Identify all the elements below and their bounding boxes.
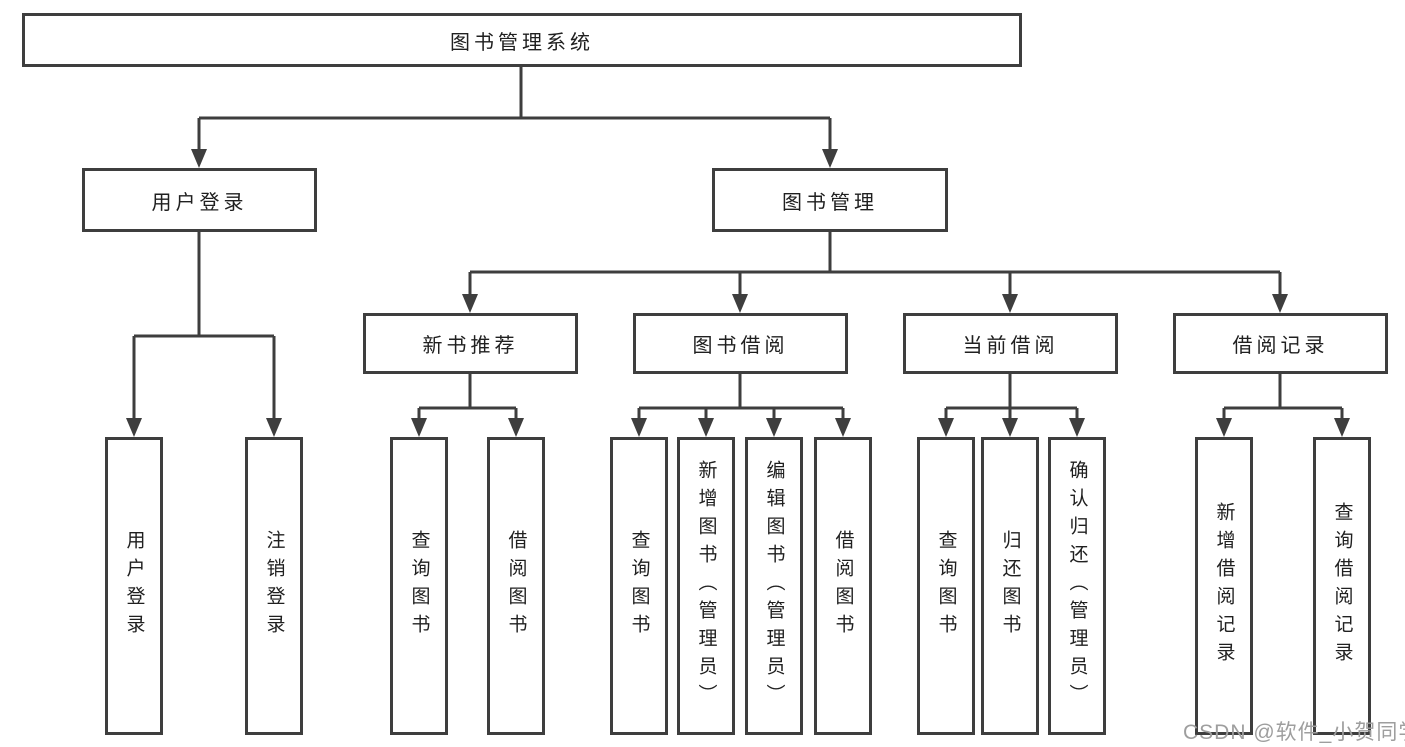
leaf-add-books-admin: 新增图书（管理员）	[677, 437, 735, 735]
node-borrowing-records: 借阅记录	[1173, 313, 1388, 374]
node-label: 注销登录	[263, 530, 285, 642]
node-label: 新书推荐	[422, 335, 519, 357]
node-label: 查询图书	[628, 530, 650, 642]
leaf-query-books-recommendation: 查询图书	[390, 437, 448, 735]
leaf-confirm-return-admin: 确认归还（管理员）	[1048, 437, 1106, 735]
leaf-logout: 注销登录	[245, 437, 303, 735]
node-label: 查询借阅记录	[1331, 502, 1353, 670]
node-label: 确认归还（管理员）	[1066, 460, 1088, 712]
leaf-add-borrow-record: 新增借阅记录	[1195, 437, 1253, 735]
node-label: 归还图书	[999, 530, 1021, 642]
leaf-return-books: 归还图书	[981, 437, 1039, 735]
node-book-borrowing: 图书借阅	[633, 313, 848, 374]
leaf-borrow-books-recommendation: 借阅图书	[487, 437, 545, 735]
node-label: 用户登录	[151, 191, 248, 214]
node-current-borrowing: 当前借阅	[903, 313, 1118, 374]
node-label: 图书管理系统	[450, 31, 594, 54]
node-label: 图书管理	[782, 191, 878, 214]
node-label: 借阅图书	[505, 530, 527, 642]
csdn-watermark: CSDN @软件_小贺同学	[1183, 721, 1405, 744]
node-label: 查询图书	[408, 530, 430, 642]
leaf-edit-books-admin: 编辑图书（管理员）	[745, 437, 803, 735]
leaf-borrow-books: 借阅图书	[814, 437, 872, 735]
node-library-management-system: 图书管理系统	[22, 13, 1022, 67]
node-label: 用户登录	[123, 530, 145, 642]
leaf-query-books-current: 查询图书	[917, 437, 975, 735]
node-label: 借阅记录	[1232, 335, 1329, 357]
node-label: 借阅图书	[832, 530, 854, 642]
node-label: 编辑图书（管理员）	[763, 460, 785, 712]
node-label: 当前借阅	[962, 335, 1059, 357]
node-label: 图书借阅	[692, 335, 789, 357]
node-label: 查询图书	[935, 530, 957, 642]
node-label: 新增图书（管理员）	[695, 460, 717, 712]
node-label: 新增借阅记录	[1213, 502, 1235, 670]
leaf-query-books-borrowing: 查询图书	[610, 437, 668, 735]
node-book-management-module: 图书管理	[712, 168, 948, 232]
node-user-login-module: 用户登录	[82, 168, 317, 232]
leaf-user-login: 用户登录	[105, 437, 163, 735]
arrowheads	[126, 149, 1350, 437]
node-new-book-recommendation: 新书推荐	[363, 313, 578, 374]
leaf-query-borrow-record: 查询借阅记录	[1313, 437, 1371, 735]
